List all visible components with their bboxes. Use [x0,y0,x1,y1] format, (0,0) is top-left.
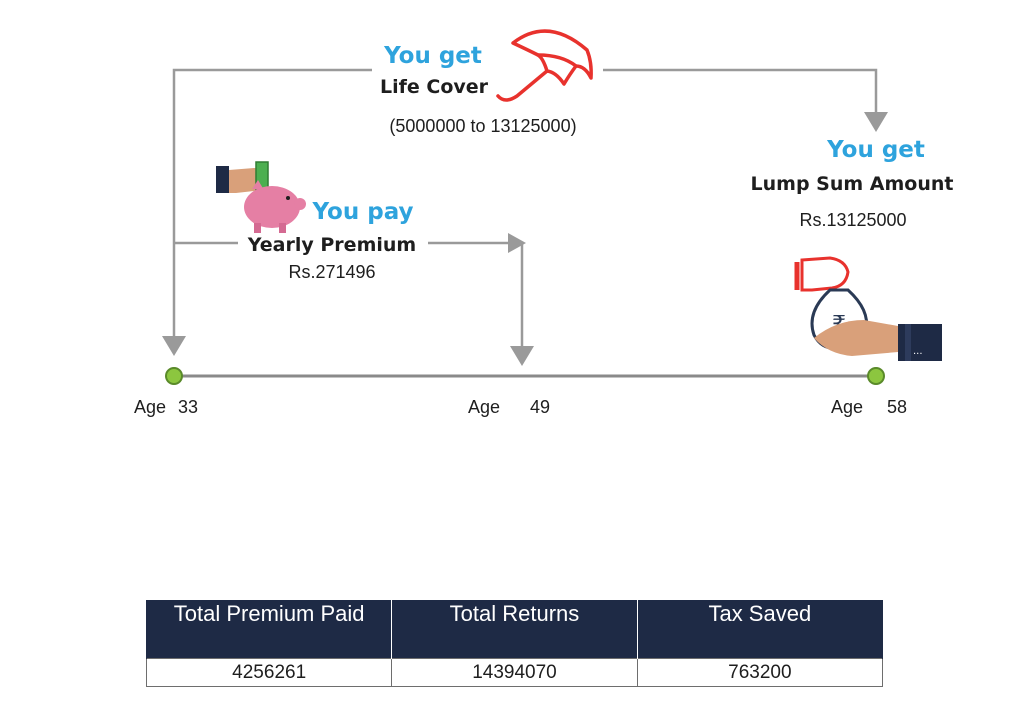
premium-heading: You pay [312,199,414,225]
age-mid-value: 49 [530,397,550,417]
life-cover-left-line [172,68,372,338]
header-total-premium-paid: Total Premium Paid [145,600,393,659]
timeline-dot-end [867,367,885,385]
arrowhead-lump-sum [864,112,888,132]
header-tax-saved: Tax Saved [636,600,884,659]
value-tax-saved: 763200 [636,658,884,687]
arrowhead-age-start [162,336,186,356]
life-cover-right-line [603,68,878,112]
timeline-dot-start [165,367,183,385]
svg-text:...: ... [913,346,923,357]
age-mid-label: Age [468,397,500,417]
life-cover-range: (5000000 to 13125000) [389,116,576,136]
life-cover-title: Life Cover [380,76,489,98]
lump-sum-title: Lump Sum Amount [751,173,954,195]
arrowheads [162,112,888,366]
piggy-bank-icon [216,161,306,233]
life-cover-heading: You get [383,43,482,69]
premium-amount: Rs.271496 [288,262,375,282]
umbrella-icon [496,29,593,102]
value-total-returns: 14394070 [391,658,638,687]
header-total-returns: Total Returns [391,600,638,659]
arrowhead-premium-right [508,233,526,253]
lump-sum-heading: You get [826,137,925,163]
age-start-label: Age [134,397,166,417]
summary-table: Total Premium Paid Total Returns Tax Sav… [145,600,884,687]
age-start-value: 33 [178,397,198,417]
premium-line-right [428,241,524,348]
lump-sum-amount: Rs.13125000 [799,210,906,230]
summary-header-row: Total Premium Paid Total Returns Tax Sav… [145,600,884,659]
age-end-value: 58 [887,397,907,417]
age-end-label: Age [831,397,863,417]
premium-title: Yearly Premium [247,234,416,256]
value-total-premium-paid: 4256261 [145,658,393,687]
money-bag-icon: ₹ ... [794,256,942,361]
summary-value-row: 4256261 14394070 763200 [145,658,884,687]
policy-timeline-diagram: ₹ ... You get Life Cover (5000000 to 131… [134,29,954,417]
arrowhead-age-mid [510,346,534,366]
